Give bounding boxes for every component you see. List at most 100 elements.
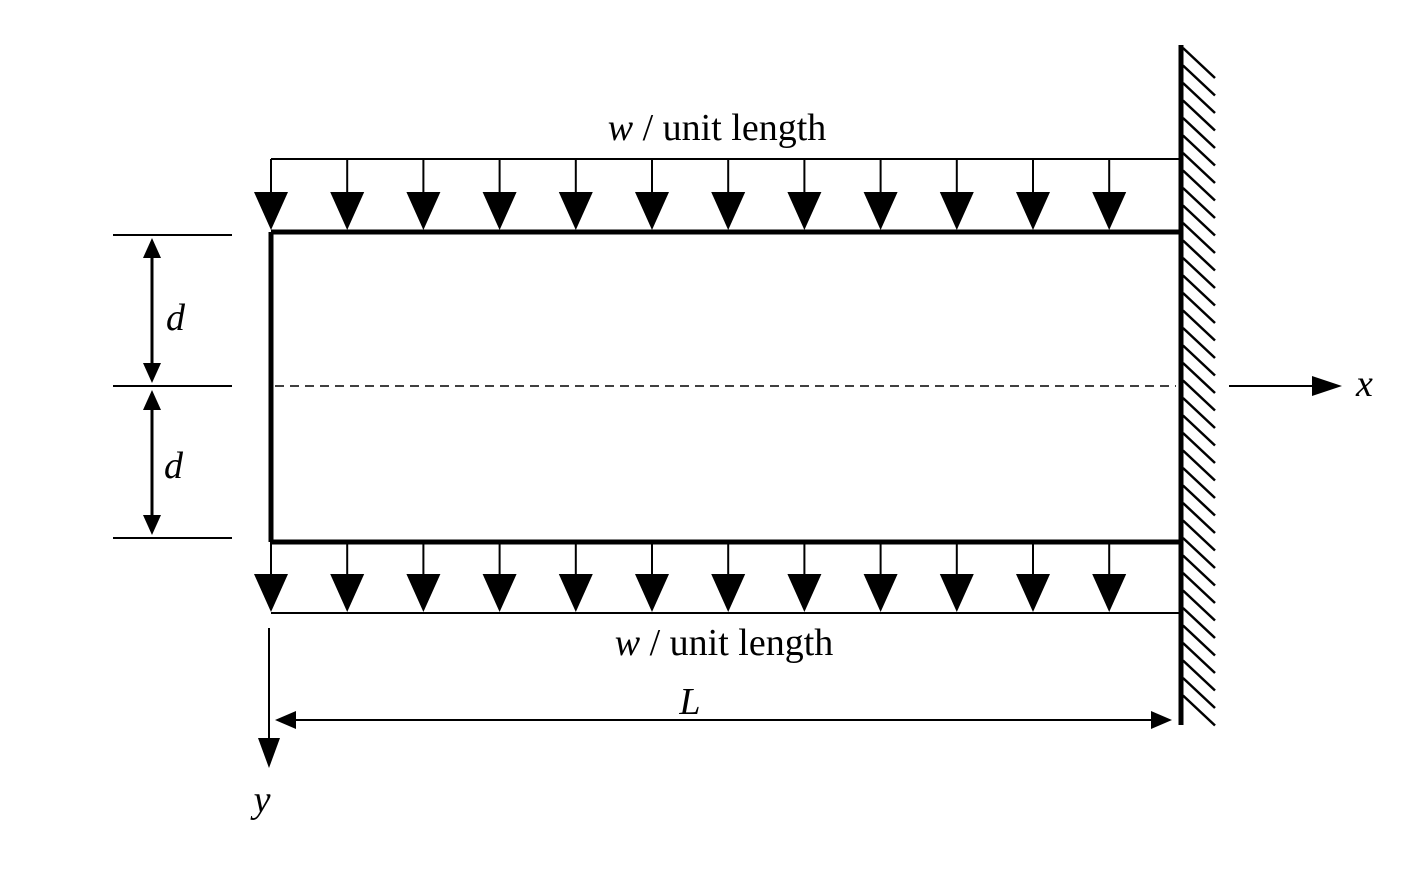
length-dimension: L <box>275 681 1172 729</box>
top-load-arrow-head <box>254 192 288 230</box>
bottom-load-arrow-head <box>863 574 898 612</box>
bottom-load-arrow <box>558 542 593 612</box>
bottom-load-arrow <box>254 542 288 612</box>
bottom-load-arrow-head <box>1016 574 1050 612</box>
wall-hatch-stroke <box>1182 397 1216 429</box>
bottom-load-unit-text: / unit length <box>640 622 833 664</box>
wall-hatch-stroke <box>1182 624 1216 657</box>
y-axis-arrowhead <box>258 738 280 768</box>
top-load-arrows <box>254 159 1127 230</box>
wall-hatch-stroke <box>1182 204 1216 237</box>
wall-hatch-stroke <box>1182 274 1216 307</box>
bottom-load-arrow-head <box>330 574 365 612</box>
top-load-arrow <box>711 159 746 230</box>
top-load-arrow <box>635 159 669 230</box>
bottom-load-arrow <box>711 542 746 612</box>
bottom-load-arrow <box>635 542 669 612</box>
bottom-load-arrow-head <box>1092 574 1127 612</box>
wall-hatch-stroke <box>1182 64 1216 97</box>
bottom-load-arrow <box>482 542 517 612</box>
top-load-arrow <box>939 159 974 230</box>
wall-hatch-stroke <box>1182 694 1216 727</box>
length-label: L <box>678 681 700 723</box>
top-load-arrow-head <box>1092 192 1127 230</box>
top-load-arrow-head <box>863 192 898 230</box>
x-axis: x <box>1229 363 1373 405</box>
wall-hatch-stroke <box>1182 362 1216 394</box>
wall-hatch-stroke <box>1182 519 1216 552</box>
top-load-w-symbol: w <box>608 107 634 149</box>
top-load-arrow-head <box>787 192 822 230</box>
lower-d-arrow-up <box>143 390 161 410</box>
top-load-arrow <box>863 159 898 230</box>
top-load-arrow-head <box>635 192 669 230</box>
length-arrow-left <box>275 711 296 729</box>
wall-hatch-stroke <box>1182 82 1216 114</box>
lower-d-arrow-down <box>143 515 161 535</box>
wall-hatch-stroke <box>1182 467 1216 499</box>
wall-hatch-stroke <box>1182 222 1216 254</box>
length-arrow-right <box>1151 711 1172 729</box>
top-load-arrow-head <box>711 192 746 230</box>
wall-hatch-stroke <box>1182 169 1216 202</box>
bottom-distributed-load: w / unit length <box>254 542 1181 664</box>
wall-hatch-stroke <box>1182 449 1216 482</box>
wall-hatch-stroke <box>1182 502 1216 534</box>
upper-d-arrow-up <box>143 238 161 258</box>
top-load-arrow <box>787 159 822 230</box>
x-axis-arrowhead <box>1312 376 1342 396</box>
y-axis: y <box>250 628 280 821</box>
top-load-label: w / unit length <box>608 107 827 149</box>
bottom-load-arrow-head <box>406 574 441 612</box>
bottom-load-arrow <box>330 542 365 612</box>
top-load-arrow <box>330 159 365 230</box>
top-distributed-load: w / unit length <box>254 107 1181 230</box>
bottom-load-arrow <box>787 542 822 612</box>
wall-hatch-stroke <box>1182 327 1216 359</box>
depth-dimensions: d d <box>113 234 232 539</box>
wall-hatch-stroke <box>1182 484 1216 517</box>
top-load-arrow-head <box>406 192 441 230</box>
wall-hatch-stroke <box>1182 554 1216 587</box>
wall-hatch-stroke <box>1182 187 1216 219</box>
top-load-unit-text: / unit length <box>633 107 826 149</box>
wall-hatch-stroke <box>1182 642 1216 674</box>
wall-hatch-stroke <box>1182 432 1216 464</box>
wall-hatch-stroke <box>1182 99 1216 132</box>
bottom-load-arrow <box>863 542 898 612</box>
wall-hatch-stroke <box>1182 292 1216 324</box>
top-load-arrow-head <box>558 192 593 230</box>
bottom-load-arrows <box>254 542 1127 612</box>
wall-hatching <box>1182 47 1216 727</box>
wall-hatch-stroke <box>1182 47 1216 79</box>
top-load-arrow-head <box>482 192 517 230</box>
x-axis-label: x <box>1355 363 1373 405</box>
bottom-load-arrow-head <box>482 574 517 612</box>
bottom-load-arrow <box>1016 542 1050 612</box>
top-load-arrow-head <box>330 192 365 230</box>
bottom-load-arrow <box>939 542 974 612</box>
upper-d-label: d <box>166 297 186 339</box>
bottom-load-arrow-head <box>711 574 746 612</box>
wall-hatch-stroke <box>1182 607 1216 639</box>
bottom-load-arrow-head <box>939 574 974 612</box>
bottom-load-arrow <box>1092 542 1127 612</box>
wall-hatch-stroke <box>1182 589 1216 622</box>
y-axis-label: y <box>250 779 271 821</box>
top-load-arrow <box>1092 159 1127 230</box>
lower-d-label: d <box>164 445 184 487</box>
wall-hatch-stroke <box>1182 677 1216 709</box>
bottom-load-arrow-head <box>787 574 822 612</box>
bottom-load-arrow <box>406 542 441 612</box>
wall-hatch-stroke <box>1182 572 1216 604</box>
bottom-load-arrow-head <box>558 574 593 612</box>
top-load-arrow <box>1016 159 1050 230</box>
wall-hatch-stroke <box>1182 379 1216 412</box>
top-load-arrow <box>558 159 593 230</box>
bottom-load-arrow-head <box>635 574 669 612</box>
top-load-arrow-head <box>939 192 974 230</box>
bottom-load-label: w / unit length <box>615 622 834 664</box>
wall-hatch-stroke <box>1182 344 1216 377</box>
beam <box>268 229 1181 545</box>
